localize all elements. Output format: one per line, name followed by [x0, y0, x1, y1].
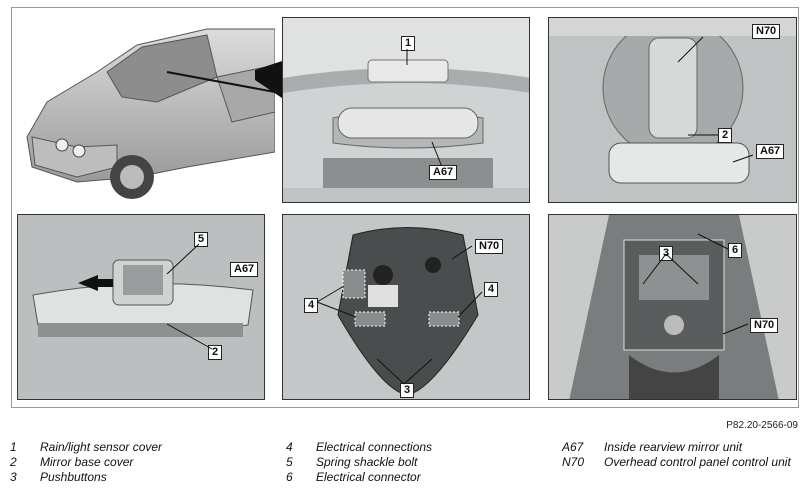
panel-sensor-cover — [282, 17, 530, 203]
callout-a67-mirror: A67 — [756, 144, 785, 159]
callout-6: 6 — [728, 243, 743, 258]
callout-4-right: 4 — [484, 282, 499, 297]
reference-code: P82.20-2566-09 — [726, 420, 798, 431]
panel-rearview-mirror — [548, 17, 797, 203]
callout-n70-unit: N70 — [475, 239, 504, 254]
leader-lines-4 — [166, 243, 213, 350]
callout-a67: A67 — [429, 165, 458, 180]
leader-lines-5 — [316, 245, 483, 385]
callout-2: 2 — [718, 128, 733, 143]
callout-n70-interior: N70 — [750, 318, 779, 333]
pointer-line — [255, 60, 285, 100]
panel-mirror-base — [17, 214, 265, 400]
callout-5: 5 — [194, 232, 209, 247]
car-overview-illustration — [17, 17, 275, 203]
leader-lines-6 — [642, 233, 749, 335]
panel-overhead-interior — [548, 214, 797, 400]
callout-4-left: 4 — [304, 298, 319, 313]
callout-3: 3 — [400, 383, 415, 398]
callout-n70: N70 — [752, 24, 781, 39]
callout-1: 1 — [401, 36, 416, 51]
callout-a67-base: A67 — [230, 262, 259, 277]
leader-lines-3 — [677, 36, 754, 163]
leader-lines — [406, 49, 443, 168]
